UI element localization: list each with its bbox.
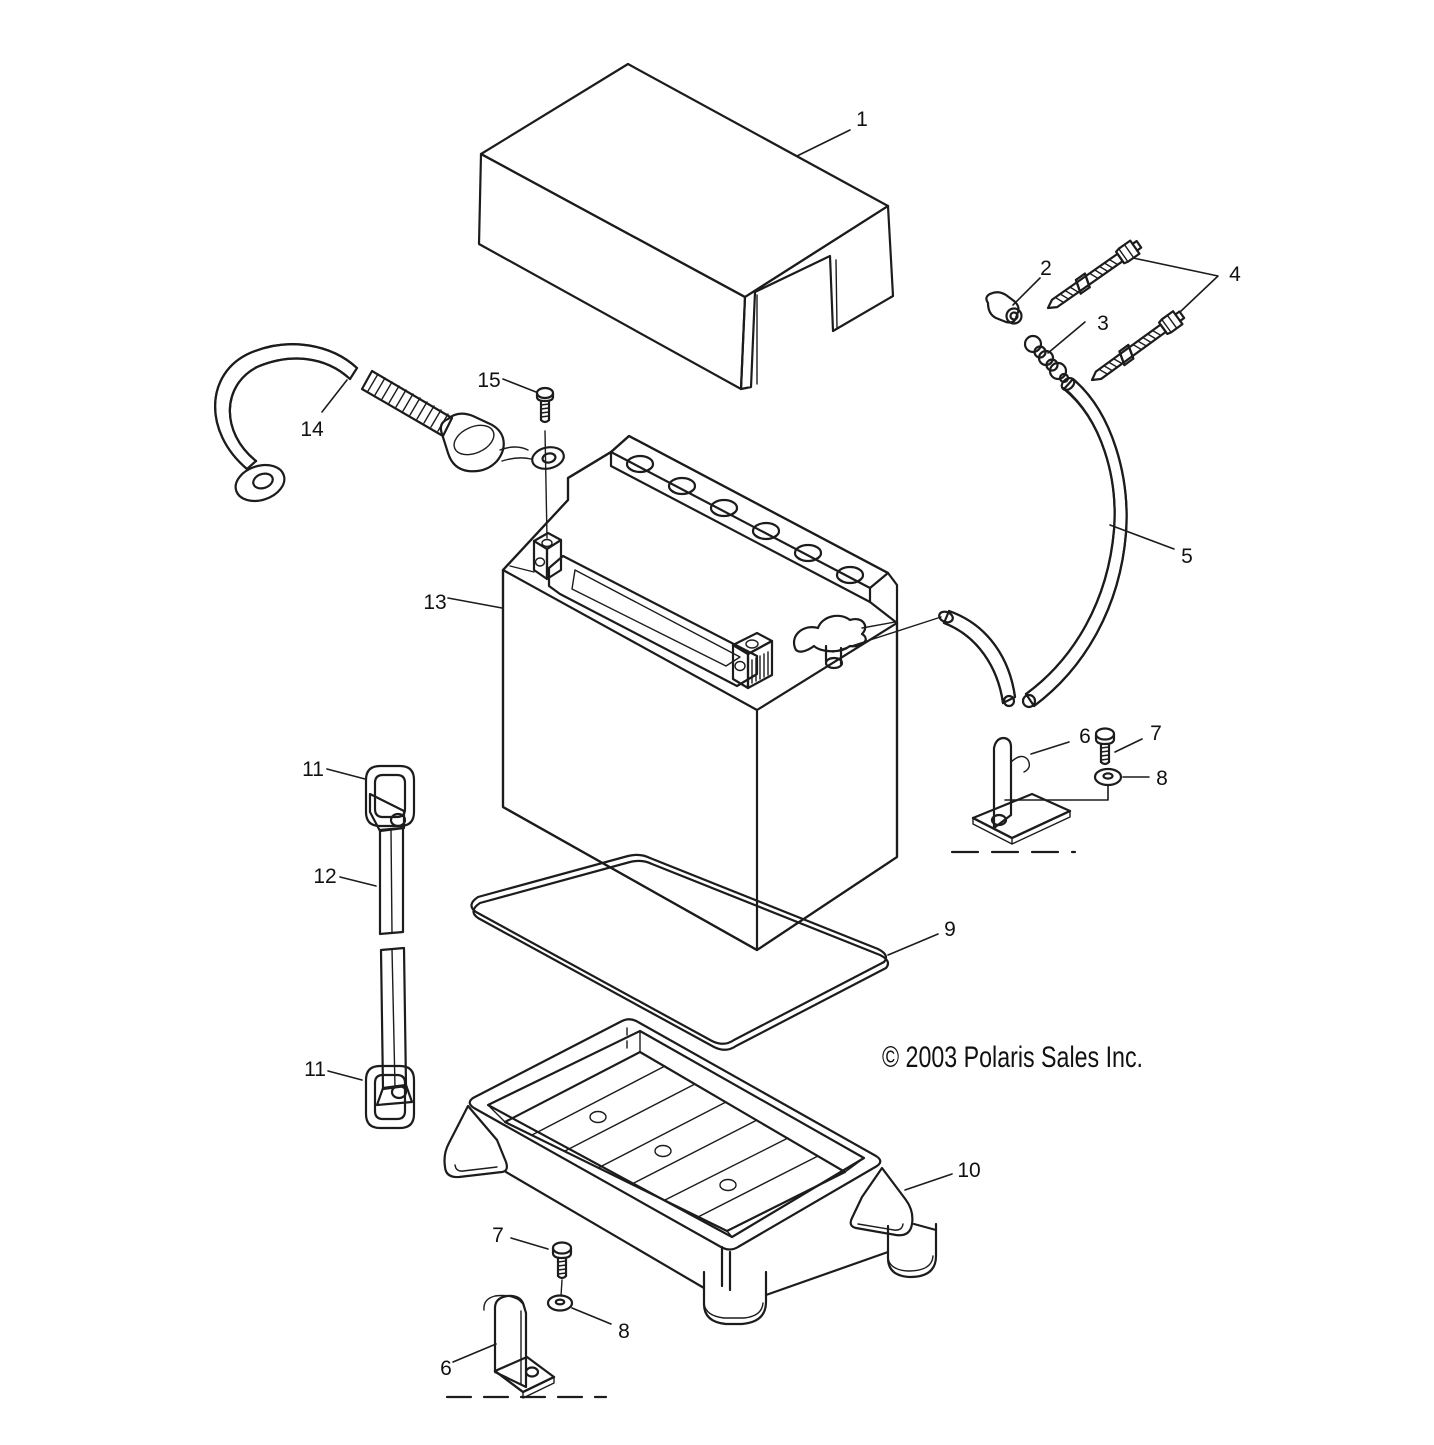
callout-12-label-11: 11 [304,1058,326,1081]
vent-tube [832,376,1128,709]
callout-5-label-6: 6 [1079,725,1091,748]
callout-13-label-13: 13 [423,591,446,614]
callout-8-leader [887,933,939,956]
mounting-screw-lower [1090,310,1186,382]
bracket-bolt-bottom [551,1241,573,1280]
terminal-screw [535,386,555,424]
callout-6-label-7: 7 [1150,722,1162,745]
callout-10-label-11: 11 [302,758,324,781]
washer-right-leader [1004,785,1109,801]
callout-4-leader [1109,524,1175,550]
battery-caps [625,454,865,585]
vent-elbow-fitting [985,291,1023,325]
callout-1-label-2: 2 [1040,257,1052,280]
callout-6-leader [1114,738,1143,753]
callout-9-label-10: 10 [957,1159,980,1182]
callout-16-label-7: 7 [492,1224,504,1247]
callout-17-label-8: 8 [618,1320,630,1343]
callout-18-label-6: 6 [440,1357,452,1380]
hold-down-bracket-bottom [483,1294,556,1399]
callout-0-leader [796,129,851,157]
battery-terminal-positive [731,631,774,690]
battery-cable [214,343,565,503]
copyright-text: © 2003 Polaris Sales Inc. [882,1041,1143,1074]
battery-tray [443,1018,938,1326]
callout-14-leader [321,379,348,413]
battery-pad [470,853,890,1051]
hold-down-bracket-right [971,736,1072,845]
callout-4-label-5: 5 [1181,545,1193,568]
battery-terminal-negative [509,531,563,581]
bolt-bottom-line [560,1279,563,1297]
battery-cover [477,62,895,391]
callout-8-label-9: 9 [944,918,956,941]
screw-alignment-line [544,430,548,539]
callout-11-label-12: 12 [313,865,336,888]
callout-0-label-1: 1 [856,108,868,131]
callout-18-leader [452,1343,497,1363]
callout-13-leader [447,597,503,609]
callout-3-label-4: 4 [1229,263,1241,286]
battery-strap [368,792,408,1091]
callout-3-leader [1132,257,1219,313]
washer-bottom [546,1294,574,1312]
callout-16-leader [510,1237,549,1250]
strap-hook-bottom [364,1064,416,1130]
strap-hook-top [364,764,416,828]
callout-2-label-3: 3 [1097,312,1109,335]
mounting-screw-upper [1046,239,1143,310]
callout-9-leader [904,1173,953,1191]
callout-15-leader [502,378,537,393]
callout-5-leader [1030,741,1070,755]
callout-15-label-15: 15 [477,369,500,392]
callout-12-leader [327,1070,363,1081]
callout-2-leader [1047,321,1086,354]
vent-connector [1023,334,1070,384]
callout-7-label-8: 8 [1156,767,1168,790]
washer-right [1093,767,1123,787]
callout-17-leader [571,1307,612,1325]
bracket-bolt-right [1094,727,1116,766]
callout-10-leader [326,768,366,780]
callout-11-leader [339,876,377,887]
callout-1-leader [1012,277,1041,306]
callout-14-label-14: 14 [300,418,324,441]
battery [501,434,899,952]
battery-vent [792,614,896,670]
